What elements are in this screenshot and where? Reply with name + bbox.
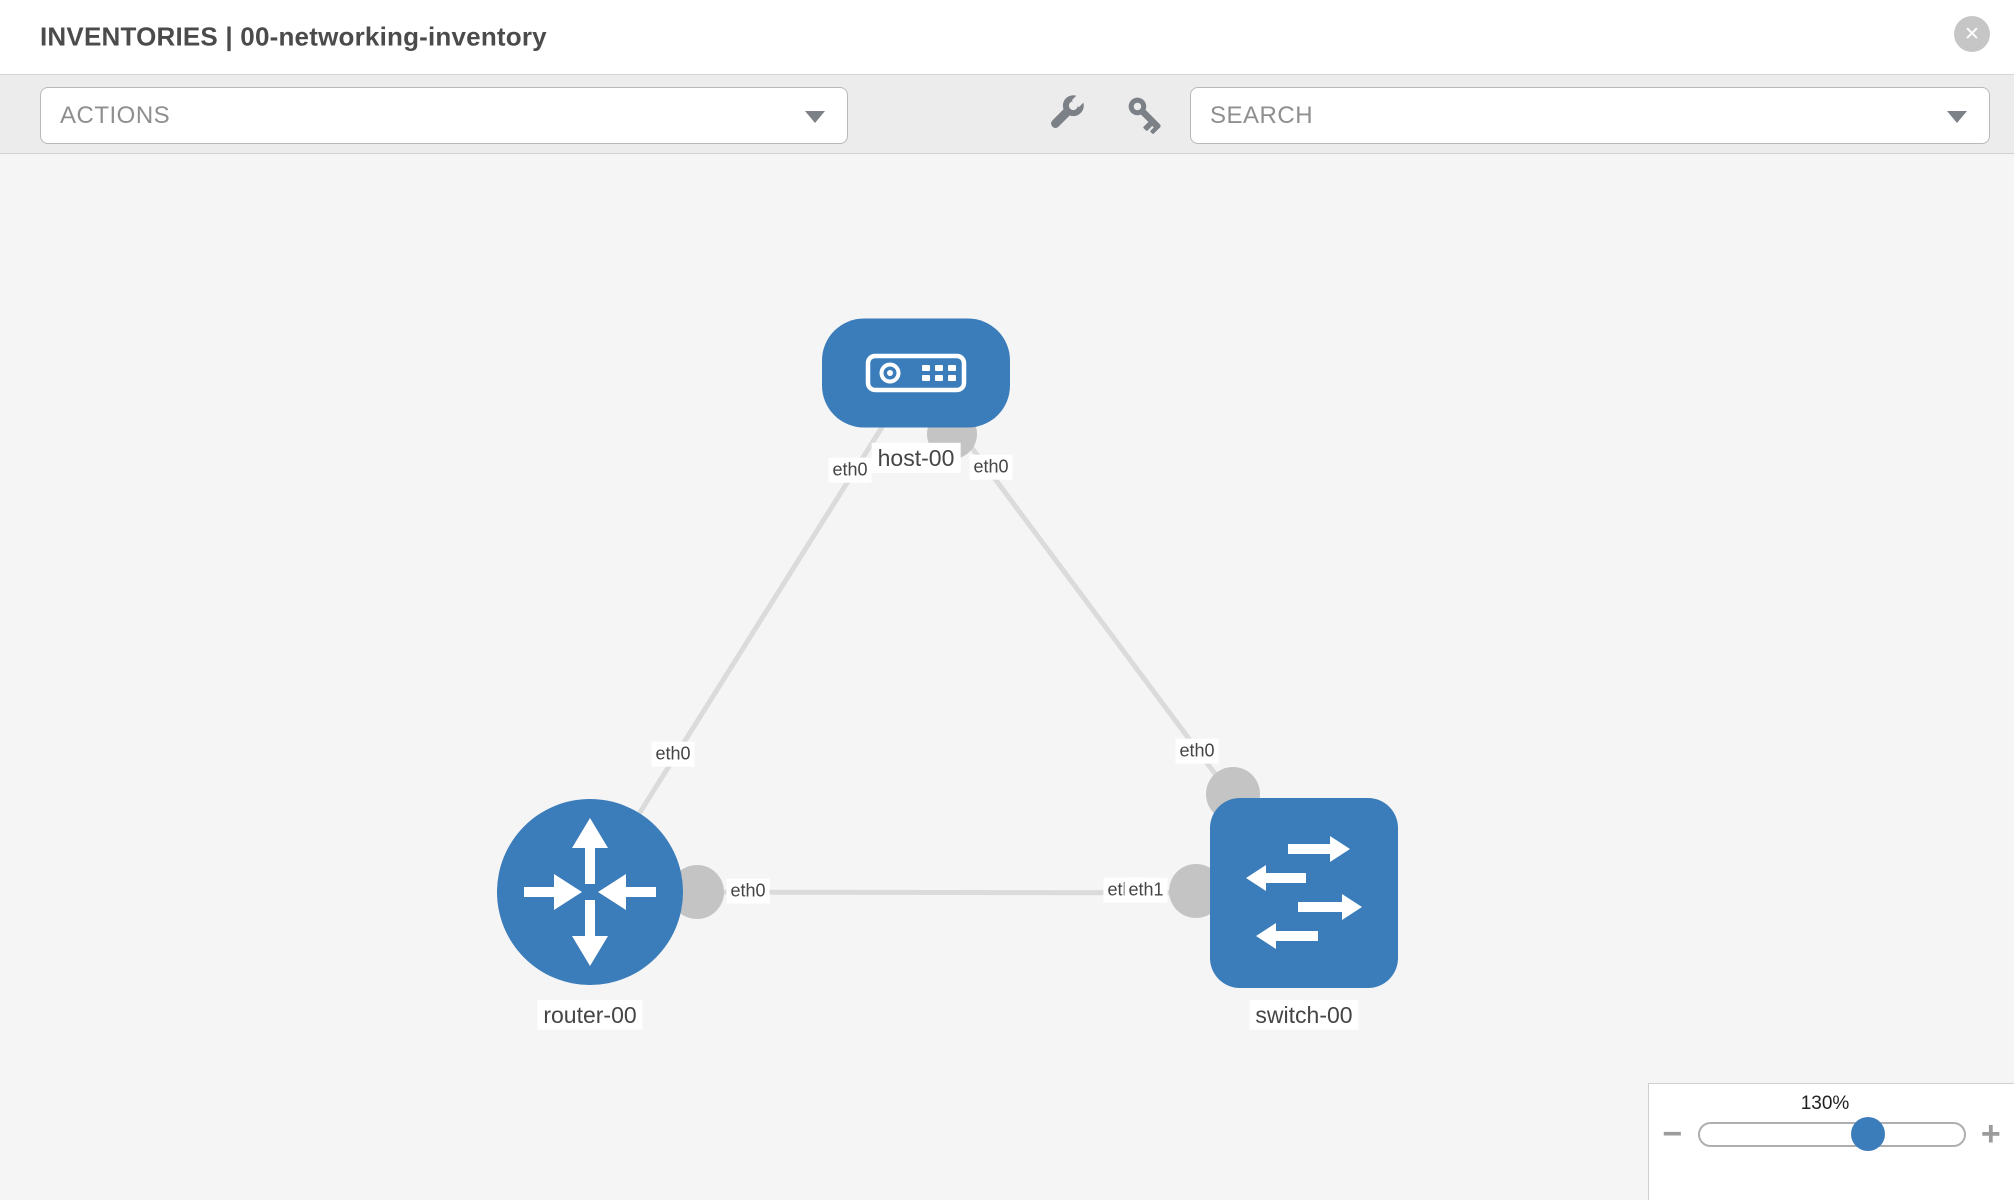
- chevron-down-icon: [805, 110, 825, 123]
- interface-label: eth0: [651, 741, 695, 767]
- zoom-panel: 130% − +: [1648, 1083, 2014, 1200]
- toolbar: ACTIONS SEARCH: [0, 74, 2014, 154]
- node-label-router-00: router-00: [537, 999, 643, 1031]
- node-router-00[interactable]: [497, 799, 683, 985]
- actions-dropdown-label: ACTIONS: [60, 101, 171, 129]
- zoom-out-button[interactable]: −: [1662, 1115, 1683, 1153]
- interface-label: eth0: [726, 878, 770, 904]
- node-label-switch-00: switch-00: [1249, 999, 1359, 1031]
- zoom-slider-thumb[interactable]: [1851, 1117, 1886, 1151]
- topology-graph: [497, 318, 1398, 988]
- actions-dropdown[interactable]: ACTIONS: [40, 87, 848, 144]
- key-icon[interactable]: [1124, 93, 1168, 137]
- port-connector: [670, 865, 724, 919]
- chevron-down-icon: [1947, 110, 1967, 123]
- interface-label: eth0: [1175, 738, 1219, 764]
- node-label-host-00: host-00: [871, 442, 961, 474]
- zoom-in-button[interactable]: +: [1980, 1115, 2001, 1153]
- zoom-level: 130%: [1800, 1093, 1850, 1114]
- interface-label: eth0: [828, 457, 872, 483]
- node-switch-00[interactable]: [1210, 798, 1398, 988]
- panel-header: INVENTORIES | 00-networking-inventory ✕: [0, 0, 2014, 74]
- port-connector: [1169, 864, 1223, 918]
- close-icon[interactable]: ✕: [1954, 16, 1990, 52]
- node-host-00[interactable]: [822, 318, 1010, 428]
- interface-label: eth0: [969, 454, 1013, 480]
- toolbar-icons: [1042, 75, 1168, 155]
- topology-canvas[interactable]: eth0eth0eth0eth0eth0eth0eth1host-00route…: [0, 155, 2014, 1200]
- page-title: INVENTORIES | 00-networking-inventory: [40, 21, 547, 52]
- search-dropdown[interactable]: SEARCH: [1190, 87, 1990, 144]
- zoom-slider-track[interactable]: [1697, 1117, 1966, 1151]
- interface-label: eth1: [1124, 877, 1168, 903]
- wrench-icon[interactable]: [1042, 93, 1086, 137]
- search-placeholder: SEARCH: [1210, 101, 1314, 129]
